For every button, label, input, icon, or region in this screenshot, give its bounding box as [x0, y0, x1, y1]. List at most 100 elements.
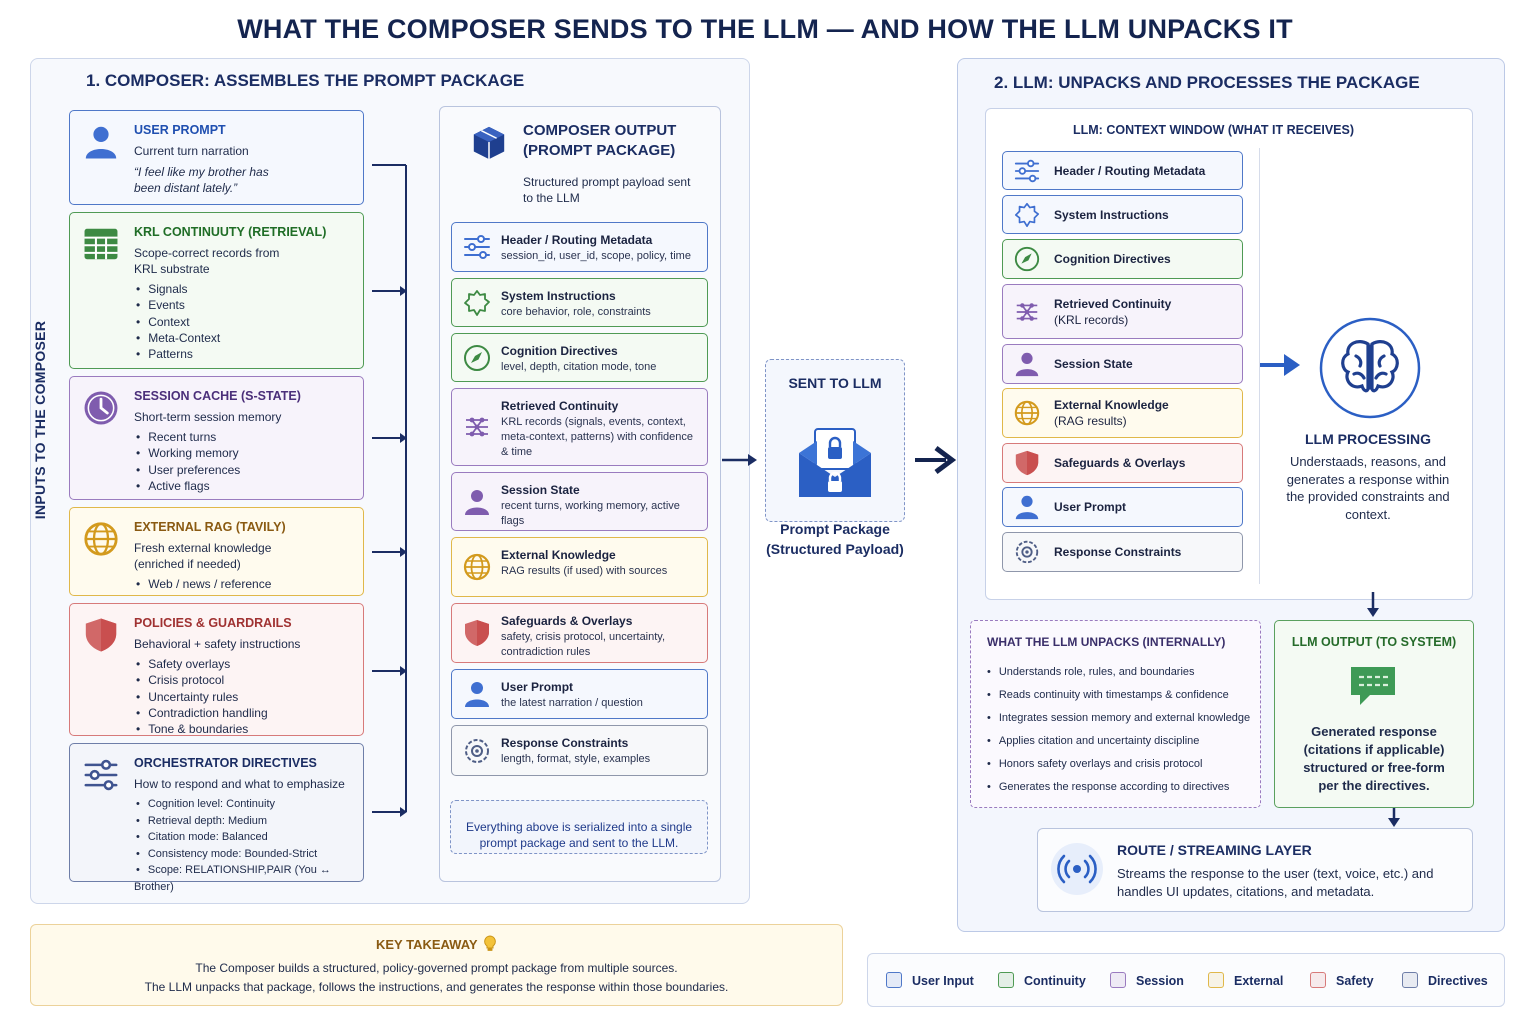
shield-icon	[85, 618, 117, 652]
input-card-title: USER PROMPT	[134, 123, 226, 137]
context-item-label: Header / Routing Metadata	[1054, 163, 1206, 178]
route-panel	[1037, 828, 1473, 912]
input-card-bullet: Tone & boundaries	[134, 721, 268, 737]
input-card-bullets: Web / news / reference	[134, 576, 271, 592]
input-card-bullet: Recent turns	[134, 429, 240, 445]
input-card-bullet: Meta-Context	[134, 330, 220, 346]
legend-swatch	[1402, 972, 1418, 988]
context-item-6: External Knowledge(RAG results)	[1002, 388, 1243, 438]
unpacks-item: •Integrates session memory and external …	[987, 712, 1251, 724]
inputs-side-label: INPUTS TO THE COMPOSER	[32, 320, 48, 520]
input-card-icon	[82, 389, 120, 427]
output-item-title: External Knowledge	[501, 548, 616, 562]
output-item-icon	[462, 552, 492, 582]
key-takeaway-panel	[30, 924, 843, 1006]
unpacks-panel	[970, 620, 1261, 808]
context-item-3: Cognition Directives	[1002, 239, 1243, 279]
broadcast-icon	[1051, 843, 1103, 895]
arrow-down-to-route	[1388, 808, 1400, 827]
output-item-title: Header / Routing Metadata	[501, 233, 653, 247]
legend-panel	[867, 953, 1505, 1007]
globe-icon	[463, 553, 491, 581]
legend-item: Directives	[1402, 972, 1488, 988]
input-card-bullet: Crisis protocol	[134, 672, 268, 688]
context-item-1: Header / Routing Metadata	[1002, 151, 1243, 190]
output-item-sub: RAG results (if used) with sources	[501, 565, 668, 577]
context-items-frame	[996, 148, 1260, 584]
context-item-icon	[1013, 399, 1041, 427]
input-card-bullet: Working memory	[134, 445, 240, 461]
arrow-to-llm	[915, 446, 957, 474]
output-item-icon	[462, 679, 492, 709]
context-item-icon	[1013, 201, 1041, 229]
context-item-label: Retrieved Continuity(KRL records)	[1054, 296, 1172, 327]
output-item-icon	[462, 288, 492, 318]
input-card-bullets: Cognition level: ContinuityRetrieval dep…	[134, 796, 363, 896]
legend-item: Safety	[1310, 972, 1374, 988]
route-title: ROUTE / STREAMING LAYER	[1117, 842, 1312, 858]
input-card-icon	[82, 225, 120, 263]
input-card-2: KRL CONTINUUTY (RETRIEVAL) Scope-correct …	[69, 212, 364, 369]
package-box-icon	[473, 126, 505, 160]
input-card-icon	[82, 123, 120, 161]
input-card-bullet: Contradiction handling	[134, 705, 267, 721]
context-item-icon	[1013, 538, 1041, 566]
composer-output-subtitle: Structured prompt payload sent to the LL…	[523, 175, 691, 205]
user-icon	[85, 126, 117, 159]
route-text: Streams the response to the user (text, …	[1117, 866, 1434, 899]
key-takeaway-title: KEY TAKEAWAY	[30, 935, 843, 952]
context-item-9: Response Constraints	[1002, 532, 1243, 572]
output-item-title: User Prompt	[501, 680, 574, 694]
output-item-4: Retrieved Continuity KRL records (signal…	[451, 388, 708, 466]
input-card-icon	[82, 520, 120, 558]
output-item-2: System Instructions core behavior, role,…	[451, 278, 708, 327]
unpacks-item: •Applies citation and uncertainty discip…	[987, 735, 1200, 747]
input-card-title: POLICIES & GUARDRAILS	[134, 616, 292, 630]
output-item-8: User Prompt the latest narration / quest…	[451, 669, 708, 719]
legend-swatch	[1208, 972, 1224, 988]
user-icon	[465, 489, 489, 515]
input-card-subtitle: Scope-correct records from KRL substrate	[134, 246, 280, 276]
lightbulb-icon	[484, 935, 496, 951]
sliders-icon	[84, 759, 118, 791]
legend-swatch	[1310, 972, 1326, 988]
table-grid-icon	[84, 228, 118, 260]
context-item-5: Session State	[1002, 344, 1243, 384]
input-card-icon	[82, 616, 120, 654]
unpacks-item: •Honors safety overlays and crisis proto…	[987, 758, 1203, 770]
page-title: WHAT THE COMPOSER SENDS TO THE LLM — AND…	[237, 14, 1293, 44]
legend-item: Session	[1110, 972, 1184, 988]
legend-swatch	[886, 972, 902, 988]
context-item-icon	[1013, 449, 1041, 477]
output-item-icon	[462, 412, 492, 442]
output-item-sub: core behavior, role, constraints	[501, 306, 651, 318]
input-card-title: ORCHESTRATOR DIRECTIVES	[134, 756, 317, 770]
processing-text: Understaads, reasons, and generates a re…	[1286, 454, 1450, 522]
user-icon	[465, 682, 489, 707]
output-item-sub: KRL records (signals, events, context, m…	[501, 416, 693, 458]
output-item-7: Safeguards & Overlays safety, crisis pro…	[451, 603, 708, 663]
llm-output-title: LLM OUTPUT (TO SYSTEM)	[1291, 635, 1457, 649]
llm-output-text: Generated response (citations if applica…	[1303, 724, 1445, 793]
input-card-title: EXTERNAL RAG (TAVILY)	[134, 520, 286, 534]
input-card-title: KRL CONTINUUTY (RETRIEVAL)	[134, 225, 327, 239]
input-card-bullet: Uncertainty rules	[134, 689, 268, 705]
shield-icon	[1015, 450, 1039, 476]
context-item-7: Safeguards & Overlays	[1002, 443, 1243, 483]
unpacks-item: •Generates the response according to dir…	[987, 781, 1230, 793]
globe-icon	[84, 522, 118, 556]
context-item-label: System Instructions	[1054, 207, 1169, 222]
network-icon	[1016, 302, 1038, 321]
input-card-bullet: Consistency mode: Bounded-Strict	[134, 846, 363, 863]
input-card-bullet: Cognition level: Continuity	[134, 796, 363, 813]
input-card-bullet: Citation mode: Balanced	[134, 829, 363, 846]
sliders-icon	[464, 235, 490, 259]
processing-title: LLM PROCESSING	[1304, 431, 1431, 447]
context-item-icon	[1013, 157, 1041, 185]
output-item-icon	[462, 343, 492, 373]
context-item-icon	[1013, 350, 1041, 378]
input-card-3: SESSION CACHE (S-STATE)Short-term sessio…	[69, 376, 364, 500]
composer-output-title: COMPOSER OUTPUT (PROMPT PACKAGE)	[523, 122, 677, 159]
legend-item: Continuity	[998, 972, 1086, 988]
